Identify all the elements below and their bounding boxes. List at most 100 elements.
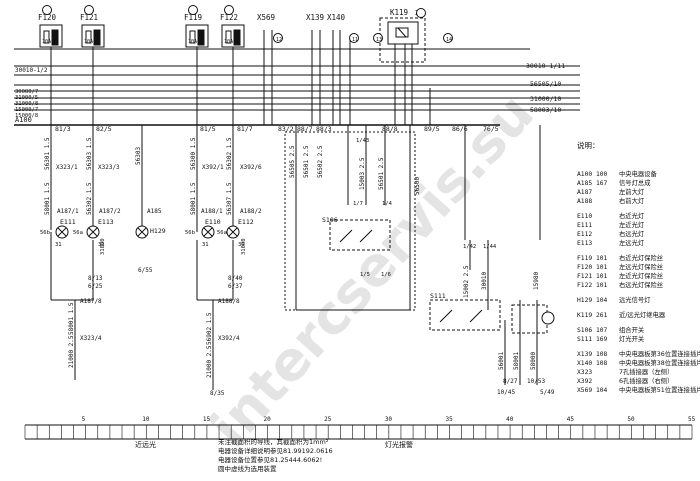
legend-desc: 中央电器设备 (619, 169, 657, 178)
wire-label: 21000 2.5 (206, 345, 213, 378)
wire-label: 56301 1.5 (44, 137, 51, 170)
ground-ref: 10/53 (527, 378, 545, 385)
fuse-label-f119: F119 (184, 13, 202, 22)
wire-label: 21000 2.5 (68, 335, 75, 368)
ruler-label: 25 (324, 416, 332, 423)
ruler-label: 55 (688, 416, 696, 423)
notes: 未注截面积的导线，其截面积为1mm² 电器设备详细说明参见81.99192.06… (218, 437, 333, 473)
note: 电器设备详细说明参见81.99192.0616 (218, 446, 333, 455)
legend-code: A187 (577, 189, 592, 196)
bus-label: 15000/7 (15, 107, 38, 113)
legend-desc: 近/远光灯继电器 (619, 310, 666, 319)
wire-label: 56302 1.5 (86, 182, 93, 215)
section-label-right: 灯光报警 (385, 440, 413, 449)
pin: 88/3 (316, 125, 332, 133)
ruler-label: 35 (445, 416, 453, 423)
lamp-pin: 31 (202, 242, 209, 248)
wire-label: 56307 1.5 (226, 182, 233, 215)
conn-ref: A188/2 (240, 208, 262, 215)
lamp-label: H129 (150, 227, 166, 235)
legend-desc: 中央电器板第38位置连接插片 (619, 358, 700, 367)
conn-ref: X323/3 (98, 164, 120, 171)
legend-code: A188 (577, 198, 592, 205)
fuse-rating: 10A (224, 39, 233, 45)
pin-labels: 81/3 82/5 81/5 81/7 83/2 88/7 88/3 88/8 … (55, 125, 499, 133)
legend-code: E110 (577, 213, 592, 220)
pin: 82/5 (96, 125, 112, 133)
wire-label: 56501 2.5 (378, 157, 385, 190)
watermark: intercservis.su (198, 82, 546, 459)
legend-desc: 右近光灯保险丝 (619, 253, 663, 262)
bus-label-right: 30010-1/11 (526, 62, 565, 70)
conn-ref: X323/1 (56, 164, 78, 171)
note: 电器设备位置参见81.25444.6062! (218, 455, 322, 464)
ruler-label: 10 (142, 416, 150, 423)
lamp-label: E112 (238, 218, 254, 226)
pin: 81/7 (237, 125, 253, 133)
fuse-labels: F120 F121 F119 F122 X569 X139 X140 K119 (38, 8, 408, 22)
legend-desc: 中央电器板第51位置连接插片 (619, 385, 700, 394)
conn-ref: A188/8 (218, 298, 240, 305)
switch-label: S106 (322, 216, 338, 224)
fuse-rating: 10A (188, 39, 197, 45)
switch-s106 (329, 219, 391, 251)
legend-code: X569 104 (577, 387, 608, 394)
ruler-label: 30 (385, 416, 393, 423)
connector-refs: X323/1 X323/3 X392/1 X392/6 A187/1 A187/… (56, 164, 262, 342)
pin: 81/3 (55, 125, 71, 133)
conn-ref: X392/4 (218, 335, 240, 342)
legend-title: 说明： (577, 140, 600, 150)
wire-label: 30010 (481, 272, 488, 290)
terminal-num: 1/5 (360, 272, 370, 278)
terminal-num: 1/42 (463, 244, 476, 250)
legend-desc: 左远光灯 (619, 238, 645, 247)
lamp-pins: 56b 56a 56b 56a 31 31 31 31 (40, 230, 245, 248)
terminal-num: 31000 (241, 238, 247, 255)
wire-label: 58001 1.5 (44, 182, 51, 215)
fuse-rating: 10A (84, 39, 93, 45)
wire-label: 56505 2.5 (289, 145, 296, 178)
ruler-label: 40 (506, 416, 514, 423)
wire-label: 58001 1.5 (68, 302, 75, 335)
conn-ref: X392/1 (202, 164, 224, 171)
legend-code: F120 101 (577, 264, 608, 271)
legend-code: S106 107 (577, 327, 608, 334)
lamp-pin: 56b (185, 230, 195, 236)
fuse-label-f120: F120 (38, 13, 57, 22)
wire-label: 58000 (530, 352, 537, 370)
connector-label-x140: X140 (327, 13, 346, 22)
lamp-pin: 56a (217, 230, 227, 236)
wire-label: 56502 2.5 (317, 145, 324, 178)
legend-code: A185 167 (577, 180, 608, 187)
relay-label: K119 (390, 8, 408, 17)
switch-label: S111 (430, 292, 446, 300)
legend-desc: 右前大灯 (619, 196, 645, 205)
terminal-num: 1/6 (381, 272, 391, 278)
wire-label: 58001 (513, 352, 520, 370)
vertical-wires (50, 30, 541, 390)
bus-label-left: 30010-1/2 (15, 67, 48, 74)
note: 圆中虚线为选用装置 (218, 464, 277, 473)
circle-num: 14 (446, 37, 452, 43)
ground-ref: 6/25 (88, 283, 103, 290)
legend-desc: 远光信号灯 (619, 295, 651, 304)
circle-num: 13 (376, 37, 382, 43)
legend-code: X323 (577, 369, 592, 376)
wire-label: 58001 1.5 (190, 182, 197, 215)
ground-ref: 8/35 (210, 390, 225, 397)
lamp-label: E111 (60, 218, 76, 226)
conn-ref: A188/1 (201, 208, 223, 215)
note: 未注截面积的导线，其截面积为1mm² (218, 437, 329, 446)
bus-label: 56505/10 (530, 80, 561, 88)
ground-refs: 8/13 6/25 6/55 8/40 6/37 8/35 8/27 10/53… (88, 267, 555, 397)
bus-label: 30000/7 (15, 89, 38, 95)
circle-num: 12 (276, 37, 282, 43)
conn-ref: A187/1 (57, 208, 79, 215)
wire-label: 15002 2.5 (463, 265, 470, 298)
legend-code: S111 169 (577, 336, 608, 343)
legend-code: E112 (577, 231, 592, 238)
fuse-ratings: 10A 10A 10A 10A (42, 39, 233, 45)
